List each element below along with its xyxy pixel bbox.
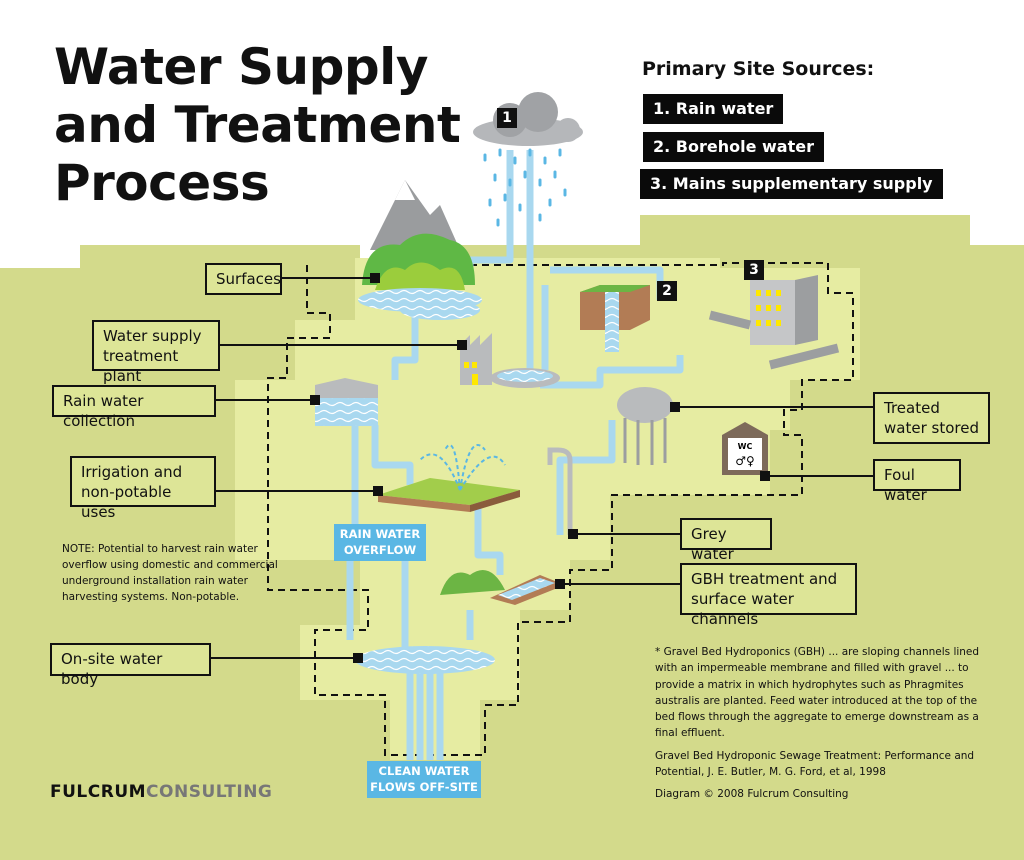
label-treated-stored: Treated water stored <box>873 392 990 444</box>
badge-clean-water: CLEAN WATER FLOWS OFF-SITE <box>367 761 481 798</box>
wc-sign: WC <box>738 442 753 451</box>
label-gbh: GBH treatment and surface water channels <box>680 563 857 628</box>
water-tower-icon <box>617 387 673 465</box>
fulcrum-logo: FULCRUMCONSULTING <box>50 782 272 802</box>
leader-lines <box>210 273 873 663</box>
site-boundary <box>267 262 854 756</box>
mains-building-icon <box>708 275 840 370</box>
marker-1: 1 <box>497 108 517 128</box>
logo-bold: FULCRUM <box>50 782 147 802</box>
borehole-icon <box>580 285 650 352</box>
sources-heading: Primary Site Sources: <box>642 58 875 80</box>
marker-2: 2 <box>657 281 677 301</box>
title-line-1: Water Supply <box>54 38 428 96</box>
water-pipes <box>346 150 684 760</box>
treatment-plant-icon <box>460 333 560 388</box>
marker-3: 3 <box>744 260 764 280</box>
label-irrigation: Irrigation and non-potable uses <box>70 456 216 521</box>
badge-rain-overflow: RAIN WATER OVERFLOW <box>334 524 426 561</box>
label-foul-water: Foul water <box>873 459 961 504</box>
source-borehole-water: 2. Borehole water <box>643 132 824 162</box>
source-mains-supply: 3. Mains supplementary supply <box>640 169 943 199</box>
label-grey-water: Grey water <box>680 518 772 563</box>
gbh-channel-icon <box>440 570 565 605</box>
gbh-definition: * Gravel Bed Hydroponics (GBH) ... are s… <box>655 646 980 740</box>
rain-collection-tank-icon <box>315 378 378 426</box>
label-rain-collection: Rain water collection <box>52 385 216 430</box>
label-treatment-plant: Water supply treatment plant <box>92 320 220 385</box>
logo-light: CONSULTING <box>146 782 273 802</box>
overflow-note: NOTE: Potential to harvest rain water ov… <box>62 543 278 603</box>
title-line-3: Process <box>54 154 270 212</box>
site-area <box>235 258 860 760</box>
label-surfaces: Surfaces <box>205 263 282 295</box>
wc-icon: WC ♂♀ <box>722 422 768 475</box>
svg-text:♂♀: ♂♀ <box>735 454 755 468</box>
page-title: Water Supply and Treatment Process <box>54 38 461 212</box>
reference: Gravel Bed Hydroponic Sewage Treatment: … <box>655 749 975 779</box>
hill-icon <box>358 180 482 320</box>
source-rain-water: 1. Rain water <box>643 94 784 124</box>
footnote: * Gravel Bed Hydroponics (GBH) ... are s… <box>655 644 995 809</box>
copyright: Diagram © 2008 Fulcrum Consulting <box>655 788 849 801</box>
irrigation-field-icon <box>378 444 520 512</box>
title-line-2: and Treatment <box>54 96 461 154</box>
label-water-body: On-site water body <box>50 643 211 688</box>
tap-icon <box>547 447 573 535</box>
water-body-icon <box>355 646 495 674</box>
rain-cloud-icon <box>473 92 583 227</box>
